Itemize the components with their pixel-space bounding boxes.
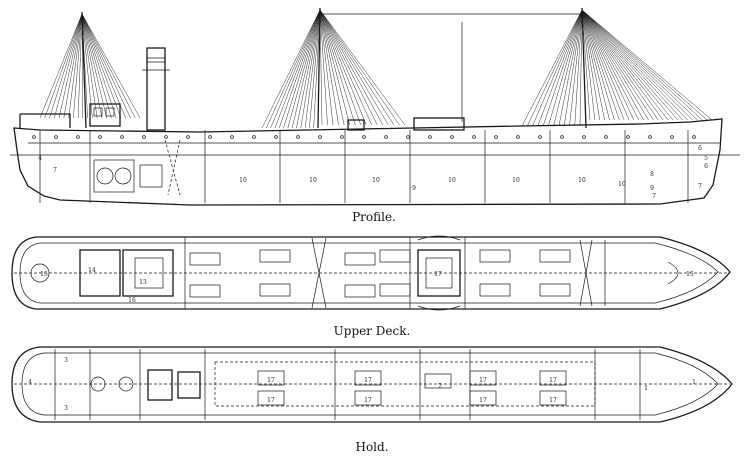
upper-deck-plan: 15 14 13 16 17 15 Upper Deck.	[11, 235, 731, 338]
profile-number: 10	[618, 181, 626, 188]
deck-number: 16	[128, 297, 136, 304]
profile-number: 10	[372, 177, 380, 184]
profile-number: 9	[412, 185, 416, 192]
profile-number: 7	[698, 183, 702, 190]
mainmast	[317, 7, 321, 129]
deck-compartment-numbers: 15 14 13 16 17 15	[40, 267, 694, 304]
mizzenmast	[581, 7, 587, 129]
hold-number: 17	[549, 397, 557, 404]
rigging	[39, 9, 713, 129]
profile-number: 6	[698, 145, 702, 152]
hold-number: 1	[692, 379, 696, 386]
hold-number: 1	[644, 385, 648, 392]
profile-number: 10	[309, 177, 317, 184]
hold-number: 17	[479, 397, 487, 404]
hold-number: 4	[28, 379, 32, 386]
hold-number: 17	[549, 377, 557, 384]
deck-number: 17	[434, 271, 442, 278]
hold-number: 17	[364, 397, 372, 404]
profile-number: 5	[704, 155, 708, 162]
hold-outline	[11, 346, 733, 423]
hold-plan: 4 3 3 1 17 17 17 17 2 17 17 17 17 1 Hold.	[11, 346, 733, 454]
hold-number: 17	[267, 377, 275, 384]
profile-number: 7	[53, 167, 57, 174]
caption-profile: Profile.	[352, 210, 396, 224]
profile-number: 10	[512, 177, 520, 184]
profile-number: 8	[650, 171, 654, 178]
profile-number: 6	[704, 163, 708, 170]
foremast	[81, 11, 87, 129]
profile-number: 10	[448, 177, 456, 184]
caption-hold: Hold.	[355, 440, 388, 454]
deck-number: 15	[40, 271, 48, 278]
hold-number: 17	[364, 377, 372, 384]
hold-number: 3	[64, 357, 68, 364]
hull-profile	[13, 118, 723, 206]
profile-number: 4	[38, 155, 42, 162]
funnel	[142, 47, 170, 131]
hold-number: 3	[64, 405, 68, 412]
profile-number: 9	[650, 185, 654, 192]
hold-number: 2	[438, 383, 442, 390]
profile-number: 10	[578, 177, 586, 184]
deck-number: 14	[88, 267, 96, 274]
hold-number: 17	[479, 377, 487, 384]
deck-number: 15	[686, 271, 694, 278]
profile-number: 7	[652, 193, 656, 200]
deck-number: 13	[139, 279, 147, 286]
hold-number: 17	[267, 397, 275, 404]
hold-compartment-numbers: 4 3 3 1 17 17 17 17 2 17 17 17 17 1	[28, 357, 696, 412]
profile-number: 10	[239, 177, 247, 184]
caption-upper-deck: Upper Deck.	[334, 324, 411, 338]
upper-deck-outline	[11, 236, 731, 310]
